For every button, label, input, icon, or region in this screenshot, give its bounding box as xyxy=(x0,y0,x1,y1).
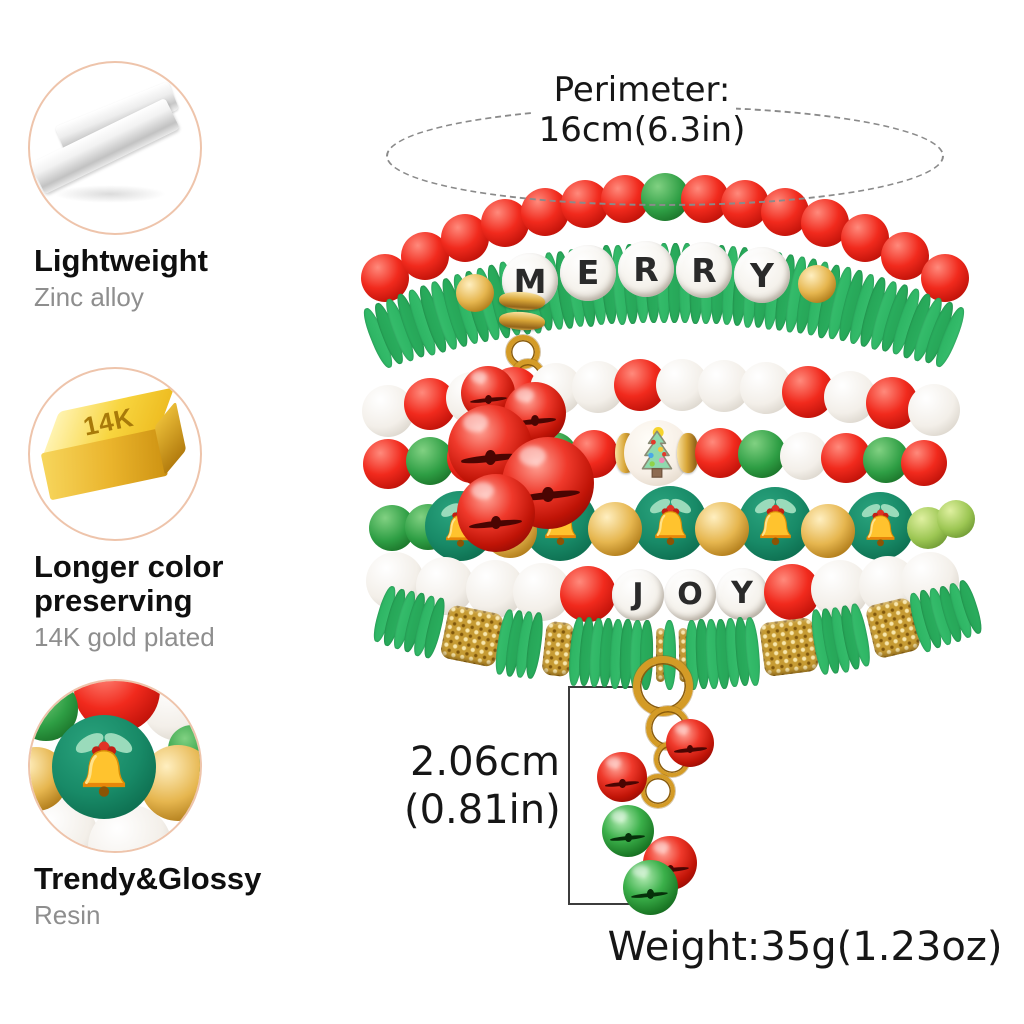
bead xyxy=(738,430,786,479)
feature-trendy-glossy: Trendy&Glossy Resin xyxy=(28,679,308,931)
perimeter-label-line2: 16cm(6.3in) xyxy=(532,110,752,150)
letter-bead: Y xyxy=(734,247,790,304)
feature-subtitle: Zinc alloy xyxy=(34,282,144,312)
bell-bead xyxy=(846,492,914,561)
feature-subtitle: 14K gold plated xyxy=(34,622,215,652)
bead xyxy=(937,500,975,539)
pendant-length-label: 2.06cm (0.81in) xyxy=(404,738,561,834)
jingle-bell xyxy=(622,859,678,915)
jingle-bell xyxy=(457,474,535,552)
closeup-bell-bead xyxy=(52,715,156,819)
bell-bead xyxy=(633,486,707,560)
feature-title: Lightweight xyxy=(34,243,208,278)
pendant-length-tick-bottom xyxy=(568,903,652,905)
pendant-length-tick-top xyxy=(568,686,640,688)
feature-gold-plated: 14K Longer color preserving 14K gold pla… xyxy=(28,367,308,653)
bead xyxy=(695,428,745,479)
pendant-length-in: (0.81in) xyxy=(404,787,561,833)
letter-bead: O xyxy=(664,568,716,621)
jingle-bell xyxy=(602,805,654,857)
bead xyxy=(456,274,494,313)
pendant-length-line-vertical xyxy=(568,687,570,905)
gold-bar-icon: 14K xyxy=(28,367,202,541)
jingle-bell xyxy=(666,719,714,767)
bead xyxy=(780,431,828,480)
weight-label: Weight:35g(1.23oz) xyxy=(607,924,1003,970)
bead xyxy=(821,432,871,483)
gold-spacer xyxy=(677,433,699,474)
letter-bead: E xyxy=(560,244,616,301)
bead xyxy=(588,502,642,557)
chain-ring xyxy=(641,774,675,808)
jingle-bell xyxy=(597,752,647,802)
bead xyxy=(908,383,960,436)
letter-bead: Y xyxy=(716,567,768,620)
bracelet-closeup-icon xyxy=(28,679,202,853)
feature-title: Trendy&Glossy xyxy=(34,861,262,896)
bead xyxy=(801,503,855,558)
bell-bead xyxy=(738,486,812,561)
bead xyxy=(363,439,413,490)
silver-ingots-icon xyxy=(28,61,202,235)
bead xyxy=(406,437,454,486)
letter-bead: R xyxy=(618,241,674,298)
bead xyxy=(798,265,836,304)
perimeter-label-line1: Perimeter: xyxy=(547,70,737,110)
letter-bead: R xyxy=(676,242,732,298)
bead xyxy=(695,502,749,557)
gold-bar: 14K xyxy=(31,387,199,518)
bead xyxy=(901,439,947,486)
bead xyxy=(560,565,616,622)
feature-lightweight: Lightweight Zinc alloy xyxy=(28,61,308,313)
letter-bead: J xyxy=(612,568,664,621)
silver-bar-shadow xyxy=(54,185,166,203)
bead xyxy=(764,563,820,620)
gold-segment xyxy=(758,616,820,678)
perimeter-label: Perimeter: 16cm(6.3in) xyxy=(492,70,792,150)
pendant-length-cm: 2.06cm xyxy=(409,739,560,785)
feature-title: Longer color preserving xyxy=(34,549,224,618)
feature-subtitle: Resin xyxy=(34,900,101,930)
